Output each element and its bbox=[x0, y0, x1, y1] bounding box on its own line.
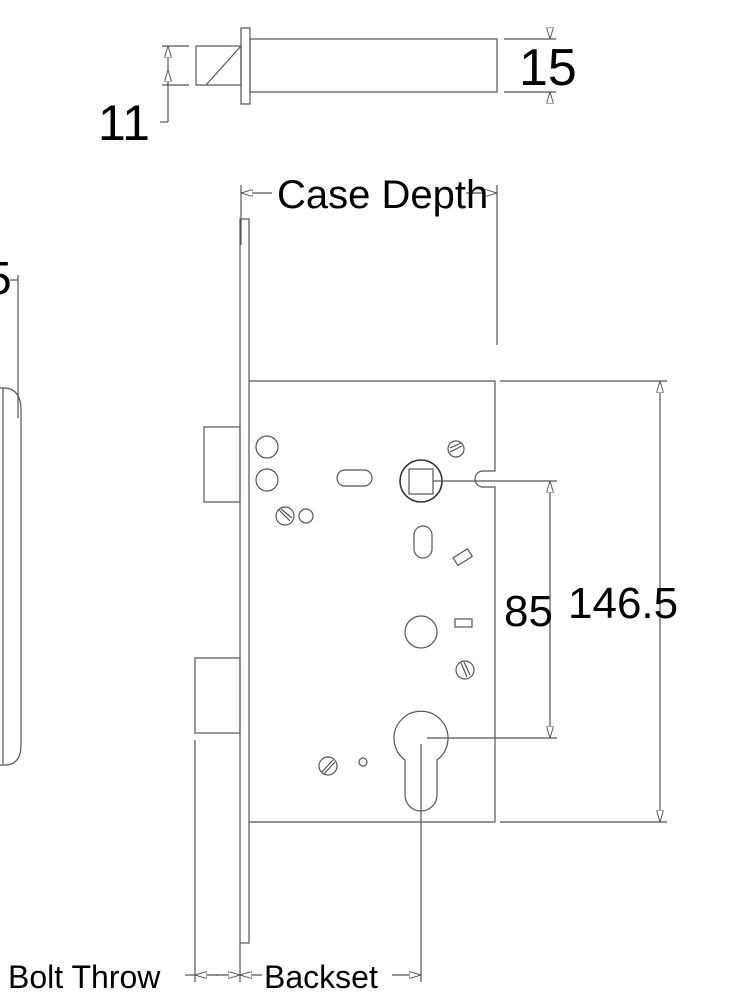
faceplate bbox=[239, 218, 250, 944]
latch-bolt bbox=[194, 657, 241, 734]
dimension-label-11: 11 bbox=[98, 95, 150, 151]
hole bbox=[255, 435, 279, 459]
slot-vertical bbox=[413, 525, 433, 559]
screw-icon bbox=[447, 440, 465, 458]
dimension-11: 11 bbox=[98, 45, 189, 151]
side-view-partial: 5 bbox=[0, 252, 22, 766]
slot-horizontal bbox=[336, 469, 373, 487]
backset-label: Backset bbox=[264, 959, 378, 995]
bolt-throw-label: Bolt Throw bbox=[8, 959, 161, 995]
spindle-flange bbox=[240, 27, 251, 105]
spindle-rod bbox=[249, 38, 498, 93]
dimension-label-146-5: 146.5 bbox=[568, 579, 678, 628]
dimension-label-15: 15 bbox=[519, 39, 577, 97]
spindle-bevel bbox=[205, 45, 242, 86]
spindle-drawing: 11 15 bbox=[98, 28, 577, 151]
dimension-146-5: 146.5 bbox=[500, 380, 678, 823]
case-depth-label: Case Depth bbox=[277, 173, 488, 217]
partial-dimension-label: 5 bbox=[0, 252, 12, 304]
spindle-tip bbox=[195, 45, 242, 86]
dimension-case-depth: Case Depth bbox=[240, 173, 498, 345]
hole-large bbox=[404, 615, 438, 649]
spindle-square bbox=[408, 468, 434, 495]
tilted-pin bbox=[452, 548, 474, 567]
lock-case bbox=[249, 380, 496, 823]
screw-icon bbox=[318, 756, 338, 776]
hole-small bbox=[358, 757, 368, 767]
screw-icon bbox=[455, 660, 475, 680]
dimension-bolt-throw-backset: Bolt Throw Backset bbox=[8, 740, 422, 995]
hole bbox=[298, 508, 314, 524]
screw-icon bbox=[275, 506, 295, 526]
deadbolt bbox=[203, 426, 241, 503]
pin bbox=[454, 618, 473, 628]
dimension-85: 85 bbox=[427, 480, 557, 739]
dimension-15: 15 bbox=[504, 28, 577, 104]
hole bbox=[255, 468, 279, 492]
dimension-label-85: 85 bbox=[504, 587, 553, 636]
